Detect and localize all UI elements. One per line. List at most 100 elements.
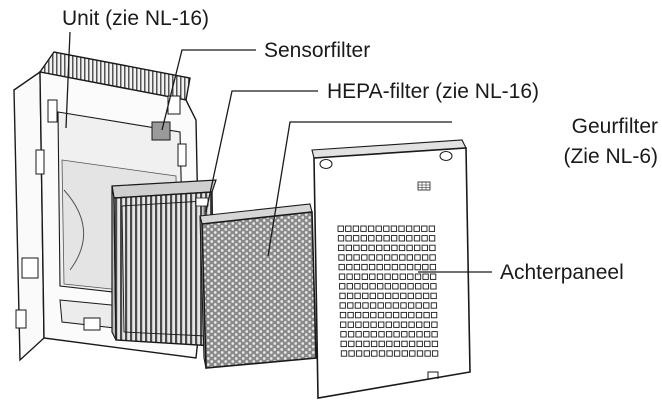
- vent-slot: [370, 340, 378, 348]
- label-odor-filter-line1: Geurfilter: [572, 115, 658, 138]
- vent-slot: [421, 244, 428, 252]
- vent-slot: [415, 283, 422, 290]
- vent-slot: [408, 331, 415, 338]
- vent-slot: [376, 263, 383, 271]
- vent-slot: [401, 350, 408, 357]
- vent-slot: [421, 225, 428, 232]
- vent-slot: [340, 321, 347, 328]
- label-sensor-filter: Sensorfilter: [264, 39, 370, 62]
- vent-slot: [408, 311, 415, 319]
- vent-slot: [392, 283, 399, 290]
- vent-slot: [430, 311, 438, 319]
- vent-slot: [338, 254, 345, 261]
- vent-slot: [370, 311, 377, 319]
- vent-slot: [368, 244, 375, 252]
- vent-slot: [423, 311, 430, 319]
- vent-slot: [355, 321, 362, 328]
- vent-slot: [424, 340, 431, 348]
- vent-slot: [337, 235, 345, 242]
- vent-slot: [429, 244, 436, 252]
- vent-slot: [384, 292, 392, 300]
- vent-slot: [392, 311, 400, 319]
- vent-slot: [361, 273, 368, 280]
- vent-slot: [377, 283, 384, 290]
- vent-slot: [339, 302, 346, 309]
- vent-slot: [339, 311, 347, 319]
- vent-slot: [406, 254, 413, 261]
- vent-slot: [400, 302, 407, 309]
- vent-slot: [340, 331, 347, 338]
- vent-slot: [361, 254, 368, 261]
- vent-slot: [431, 350, 439, 357]
- vent-slot: [339, 283, 346, 290]
- vent-slot: [431, 331, 438, 338]
- vent-slot: [429, 273, 437, 280]
- vent-slot: [423, 321, 430, 328]
- vent-slot: [361, 283, 369, 290]
- vent-slot: [369, 273, 376, 280]
- vent-slot: [386, 340, 393, 348]
- vent-slot: [383, 225, 390, 232]
- sensor-vent: [417, 181, 431, 191]
- vent-slot: [391, 244, 398, 252]
- vent-slot: [400, 292, 407, 300]
- vent-slot: [375, 235, 383, 242]
- vent-slot: [384, 273, 391, 280]
- vent-slot: [399, 283, 407, 290]
- vent-slot: [409, 350, 416, 357]
- vent-slot: [355, 350, 363, 357]
- vent-slot: [383, 244, 390, 252]
- vent-slot: [406, 263, 414, 271]
- vent-slot: [414, 254, 421, 261]
- vent-slot: [422, 292, 430, 300]
- vent-slot: [376, 254, 383, 261]
- vent-slot: [377, 302, 384, 309]
- vent-slot: [360, 225, 367, 232]
- vent-slot: [393, 331, 400, 338]
- vent-slot: [415, 292, 422, 300]
- vent-slot: [390, 235, 398, 242]
- vent-slot: [407, 283, 414, 290]
- vent-slot: [414, 263, 421, 271]
- vent-slot: [400, 311, 407, 319]
- vent-slot: [384, 263, 391, 271]
- vent-slot: [376, 244, 383, 252]
- vent-slot: [353, 254, 360, 261]
- vent-slot: [363, 350, 370, 357]
- vent-slot: [345, 235, 352, 242]
- vent-slot: [429, 254, 436, 261]
- vent-slot: [414, 244, 421, 252]
- vent-slot: [346, 283, 353, 290]
- vent-slot: [368, 235, 375, 242]
- vent-slot: [424, 350, 431, 357]
- hepa-filter: [111, 179, 217, 347]
- vent-slot: [348, 340, 355, 348]
- vent-slot: [407, 302, 415, 309]
- vent-slot: [408, 340, 416, 348]
- vent-slot: [405, 225, 413, 232]
- vent-slot: [385, 311, 392, 319]
- vent-slot: [363, 340, 370, 348]
- vent-slot: [377, 292, 384, 300]
- vent-slot: [393, 340, 401, 348]
- vent-slot: [355, 340, 363, 348]
- vent-slot: [346, 273, 353, 280]
- vent-slot: [378, 350, 386, 357]
- vent-slot: [345, 244, 352, 252]
- vent-slot: [390, 225, 398, 232]
- vent-slot: [345, 225, 352, 232]
- vent-slot: [423, 302, 430, 309]
- vent-slot: [392, 302, 400, 309]
- vent-slot: [385, 321, 392, 328]
- vent-slot: [347, 302, 354, 309]
- vent-slot: [428, 225, 436, 232]
- vent-slot: [376, 273, 384, 280]
- vent-slot: [401, 331, 408, 338]
- leader-hepa-filter: [205, 90, 318, 213]
- vent-slot: [416, 321, 423, 328]
- vent-slot: [363, 331, 370, 338]
- vent-slot: [423, 331, 431, 338]
- back-panel: [311, 139, 471, 399]
- vent-slot: [399, 254, 406, 261]
- vent-slot: [391, 254, 398, 261]
